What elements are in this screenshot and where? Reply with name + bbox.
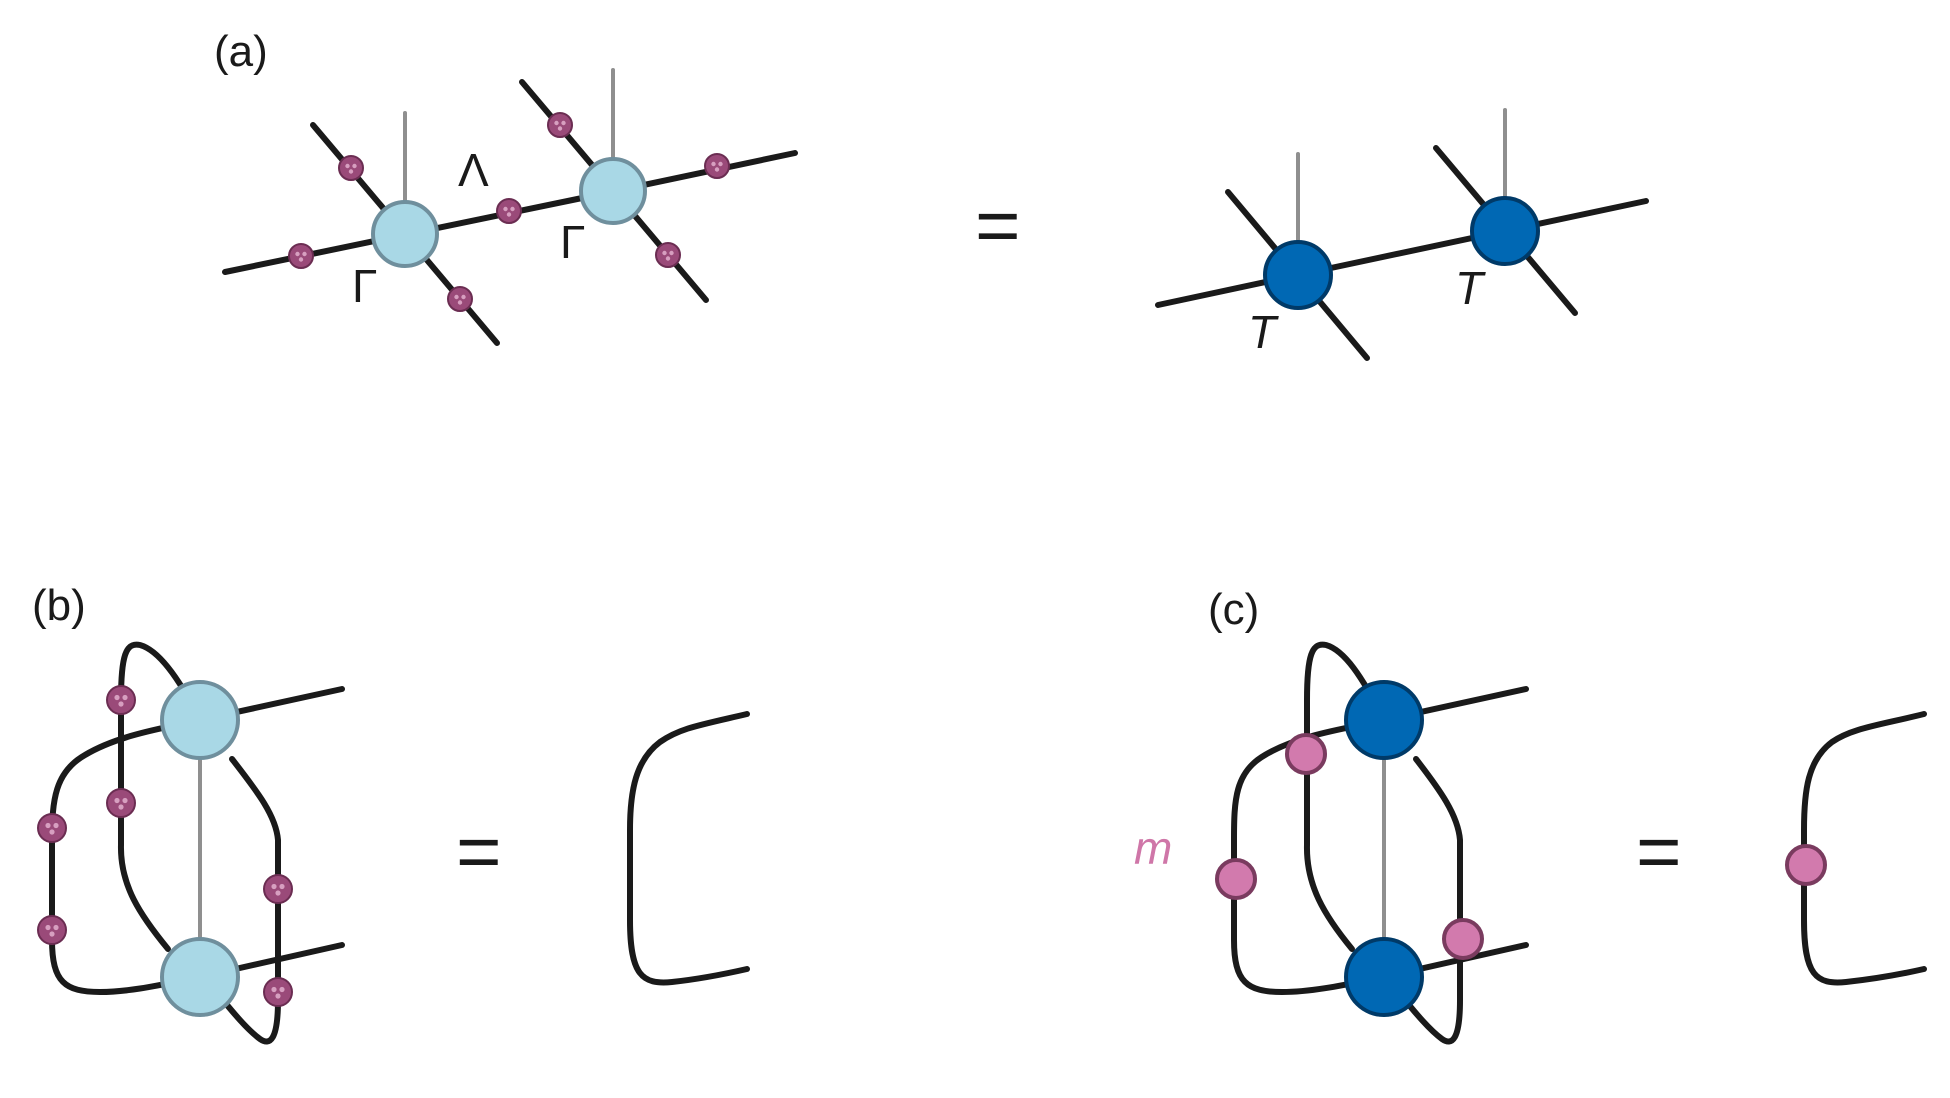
identity-bracket-b bbox=[627, 711, 750, 986]
lambda-marker bbox=[263, 874, 293, 904]
lambda-marker bbox=[37, 915, 67, 945]
right-loop bbox=[215, 756, 281, 1045]
tensor-node-1 bbox=[1263, 240, 1333, 310]
panel-c: (c) m = bbox=[1134, 585, 1927, 1045]
lambda-marker bbox=[263, 977, 293, 1007]
operator-node bbox=[1285, 733, 1327, 775]
inner-left-loop bbox=[117, 641, 203, 952]
operator-label: m bbox=[1134, 822, 1172, 874]
panel-a-label: (a) bbox=[214, 27, 268, 76]
bond-wire-middle bbox=[1295, 228, 1508, 278]
lambda-marker bbox=[496, 198, 522, 224]
lambda-marker bbox=[37, 813, 67, 843]
panel-b: (b) bbox=[32, 581, 750, 1045]
panel-a-tensor-chain: T T bbox=[1155, 108, 1649, 361]
tensor-label-2: T bbox=[1455, 262, 1486, 314]
tensor-node-top bbox=[1344, 680, 1424, 760]
panel-a-gamma-lambda-chain: Γ Γ Λ bbox=[222, 68, 798, 346]
inner-left-loop bbox=[1303, 641, 1387, 952]
panel-c-transfer-network: m bbox=[1134, 641, 1529, 1045]
operator-node bbox=[1442, 918, 1484, 960]
panel-b-label: (b) bbox=[32, 581, 86, 630]
identity-bracket-c bbox=[1801, 711, 1927, 986]
equals-sign-c: = bbox=[1636, 807, 1682, 895]
right-loop bbox=[1397, 756, 1463, 1045]
panel-b-orthogonality-network bbox=[37, 641, 345, 1045]
equals-sign-b: = bbox=[456, 807, 502, 895]
gamma-node-top bbox=[160, 680, 240, 760]
gamma-label-1: Γ bbox=[352, 260, 377, 312]
lambda-marker bbox=[655, 242, 681, 268]
gamma-label-2: Γ bbox=[560, 216, 585, 268]
lambda-marker bbox=[106, 685, 136, 715]
lambda-marker bbox=[447, 286, 473, 312]
lambda-marker bbox=[288, 243, 314, 269]
operator-node bbox=[1215, 858, 1257, 900]
tensor-label-1: T bbox=[1248, 306, 1279, 358]
gamma-node-2 bbox=[579, 157, 647, 225]
lambda-marker bbox=[106, 788, 136, 818]
panel-a: (a) bbox=[214, 27, 1649, 361]
panel-c-label: (c) bbox=[1208, 585, 1259, 634]
tensor-node-bottom bbox=[1344, 937, 1424, 1017]
gamma-node-1 bbox=[371, 200, 439, 268]
operator-node bbox=[1785, 844, 1827, 886]
lambda-marker bbox=[338, 155, 364, 181]
equals-sign-a: = bbox=[975, 181, 1021, 269]
tensor-node-2 bbox=[1470, 196, 1540, 266]
lambda-marker bbox=[547, 112, 573, 138]
gamma-node-bottom bbox=[160, 937, 240, 1017]
lambda-label: Λ bbox=[458, 144, 489, 196]
lambda-marker bbox=[704, 153, 730, 179]
